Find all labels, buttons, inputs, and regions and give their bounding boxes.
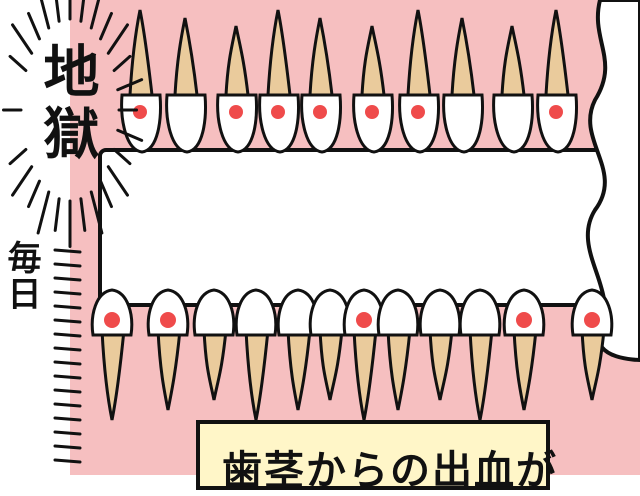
lower-tooth	[458, 288, 502, 421]
lower-tooth	[276, 288, 320, 411]
upper-tooth	[442, 17, 484, 154]
lower-teeth	[90, 288, 614, 421]
lower-tooth	[342, 288, 386, 421]
lower-tooth	[192, 288, 236, 401]
caption-box: 歯茎からの出血が	[196, 420, 556, 494]
teeth-illustration	[2, 0, 640, 475]
lower-tooth	[146, 288, 190, 411]
upper-tooth	[398, 9, 440, 154]
lower-tooth	[308, 288, 352, 401]
upper-tooth	[300, 17, 342, 154]
lower-tooth	[90, 288, 134, 421]
upper-tooth	[536, 9, 578, 154]
mainichi-label: 毎日	[1, 240, 41, 312]
speech-bubble	[585, 0, 640, 363]
lower-tooth	[376, 288, 420, 411]
upper-tooth	[492, 25, 534, 154]
jigoku-label: 地獄	[34, 42, 99, 166]
upper-tooth	[216, 25, 258, 154]
mouth-opening	[98, 148, 614, 307]
lower-tooth	[502, 288, 546, 411]
caption-text: 歯茎からの出血が	[222, 448, 558, 494]
lower-tooth	[418, 288, 462, 401]
lower-tooth	[234, 288, 278, 421]
upper-tooth	[352, 25, 394, 154]
emphasis-burst	[2, 0, 144, 464]
lower-tooth	[570, 288, 614, 401]
upper-tooth	[165, 17, 207, 154]
upper-tooth	[258, 9, 300, 154]
